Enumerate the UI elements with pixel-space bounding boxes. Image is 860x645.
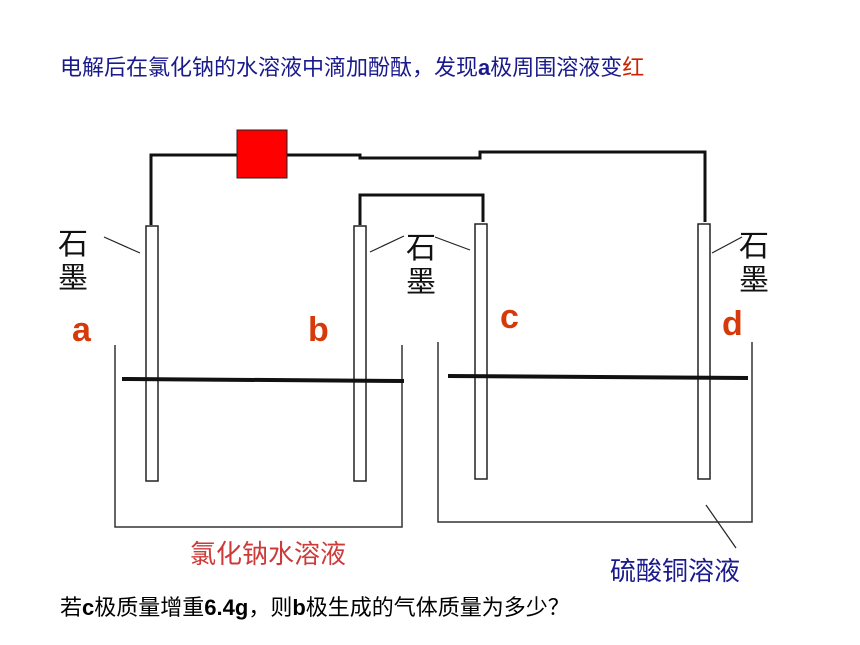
pointer-d bbox=[711, 236, 743, 254]
pointer-solution-right bbox=[705, 504, 737, 549]
question-electrode-c: c bbox=[82, 595, 95, 620]
wire-a-to-power bbox=[149, 153, 237, 225]
beaker-right bbox=[437, 342, 753, 523]
circuit-wires bbox=[149, 150, 707, 225]
wire-b-to-c bbox=[358, 193, 485, 225]
title-text-2: 极周围溶液变 bbox=[490, 56, 623, 81]
question-text: 若c极质量增重6.4g，则b极生成的气体质量为多少？ bbox=[60, 590, 570, 622]
electrodes bbox=[145, 223, 711, 482]
liquid-level-left bbox=[121, 377, 405, 383]
electrode-b bbox=[353, 225, 367, 482]
electrode-a bbox=[145, 225, 159, 482]
solution-label-nacl: 氯化钠水溶液 bbox=[190, 540, 347, 570]
question-mass: 6.4g bbox=[204, 595, 249, 620]
electrode-d bbox=[697, 223, 711, 480]
pointer-c bbox=[434, 236, 471, 251]
title-text-1: 电解后在氯化钠的水溶液中滴加酚酞，发现 bbox=[60, 56, 479, 81]
liquid-levels bbox=[121, 374, 749, 383]
electrode-label-c: c bbox=[500, 298, 519, 336]
page-title: 电解后在氯化钠的水溶液中滴加酚酞，发现a极周围溶液变红 bbox=[60, 50, 644, 82]
pointer-a bbox=[103, 236, 141, 254]
liquid-level-right bbox=[447, 374, 749, 380]
graphite-label-d: 石 墨 bbox=[739, 229, 769, 298]
power-source bbox=[236, 129, 288, 179]
electrode-label-b: b bbox=[308, 311, 329, 349]
title-electrode-a: a bbox=[478, 55, 491, 80]
beakers bbox=[114, 342, 753, 528]
solution-label-cuso4: 硫酸铜溶液 bbox=[610, 557, 741, 587]
wire-power-to-d bbox=[287, 150, 707, 222]
graphite-label-a: 石 墨 bbox=[58, 227, 88, 296]
pointer-b bbox=[369, 235, 405, 253]
beaker-left bbox=[114, 345, 403, 528]
graphite-label-b: 石 墨 bbox=[406, 231, 436, 300]
question-electrode-b: b bbox=[292, 595, 306, 620]
title-red-word: 红 bbox=[622, 56, 645, 81]
label-pointers bbox=[103, 235, 743, 549]
electrode-c bbox=[474, 223, 488, 480]
question-part-1: 若 bbox=[60, 596, 83, 621]
electrode-label-a: a bbox=[72, 311, 91, 349]
electrode-label-d: d bbox=[722, 305, 743, 343]
question-part-3: 极质量增重 bbox=[94, 596, 205, 621]
question-part-5: ，则 bbox=[248, 596, 293, 621]
question-part-7: 极生成的气体质量为多少？ bbox=[305, 596, 570, 621]
